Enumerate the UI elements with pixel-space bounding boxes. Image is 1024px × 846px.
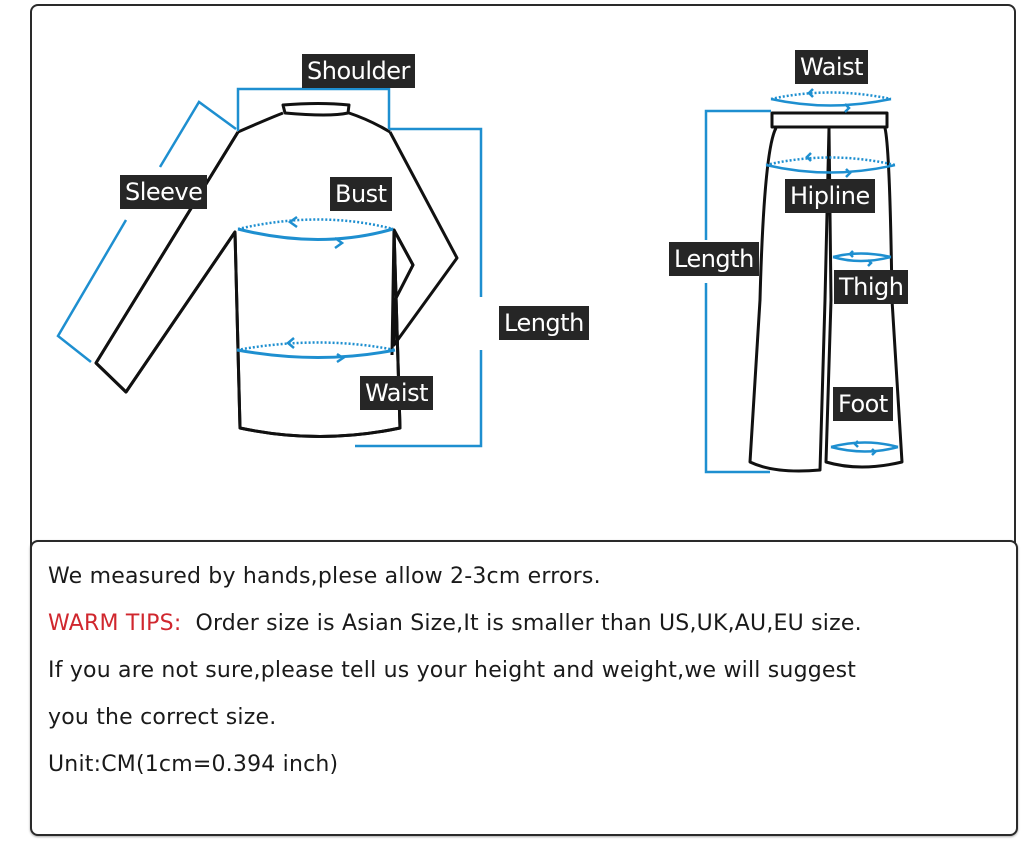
warm-tips-label: WARM TIPS: <box>48 611 182 636</box>
label-bust: Bust <box>330 177 392 211</box>
note-correct-size: you the correct size. <box>48 705 277 730</box>
label-pants-length: Length <box>669 242 759 276</box>
note-warm-tips: WARM TIPS: Order size is Asian Size,It is… <box>48 607 862 654</box>
label-thigh: Thigh <box>834 270 909 304</box>
label-shoulder: Shoulder <box>302 54 415 88</box>
diagram-frame <box>30 4 1016 604</box>
label-foot: Foot <box>833 387 893 421</box>
pants-measure-lines <box>704 88 899 474</box>
note-asian-size: Order size is Asian Size,It is smaller t… <box>195 611 862 636</box>
label-hipline: Hipline <box>785 179 875 213</box>
label-sleeve: Sleeve <box>120 175 208 209</box>
note-unit: Unit:CM(1cm=0.394 inch) <box>48 752 339 777</box>
notes-text: We measured by hands,plese allow 2-3cm e… <box>48 560 862 795</box>
label-top-waist: Waist <box>360 376 433 410</box>
label-top-length: Length <box>499 306 589 340</box>
note-suggest: If you are not sure,please tell us your … <box>48 658 857 683</box>
shirt-outline <box>94 102 459 438</box>
notes-box <box>30 540 1018 836</box>
note-measure-error: We measured by hands,plese allow 2-3cm e… <box>48 564 601 589</box>
shirt-measure-lines <box>56 87 483 448</box>
label-pants-waist: Waist <box>795 50 868 84</box>
